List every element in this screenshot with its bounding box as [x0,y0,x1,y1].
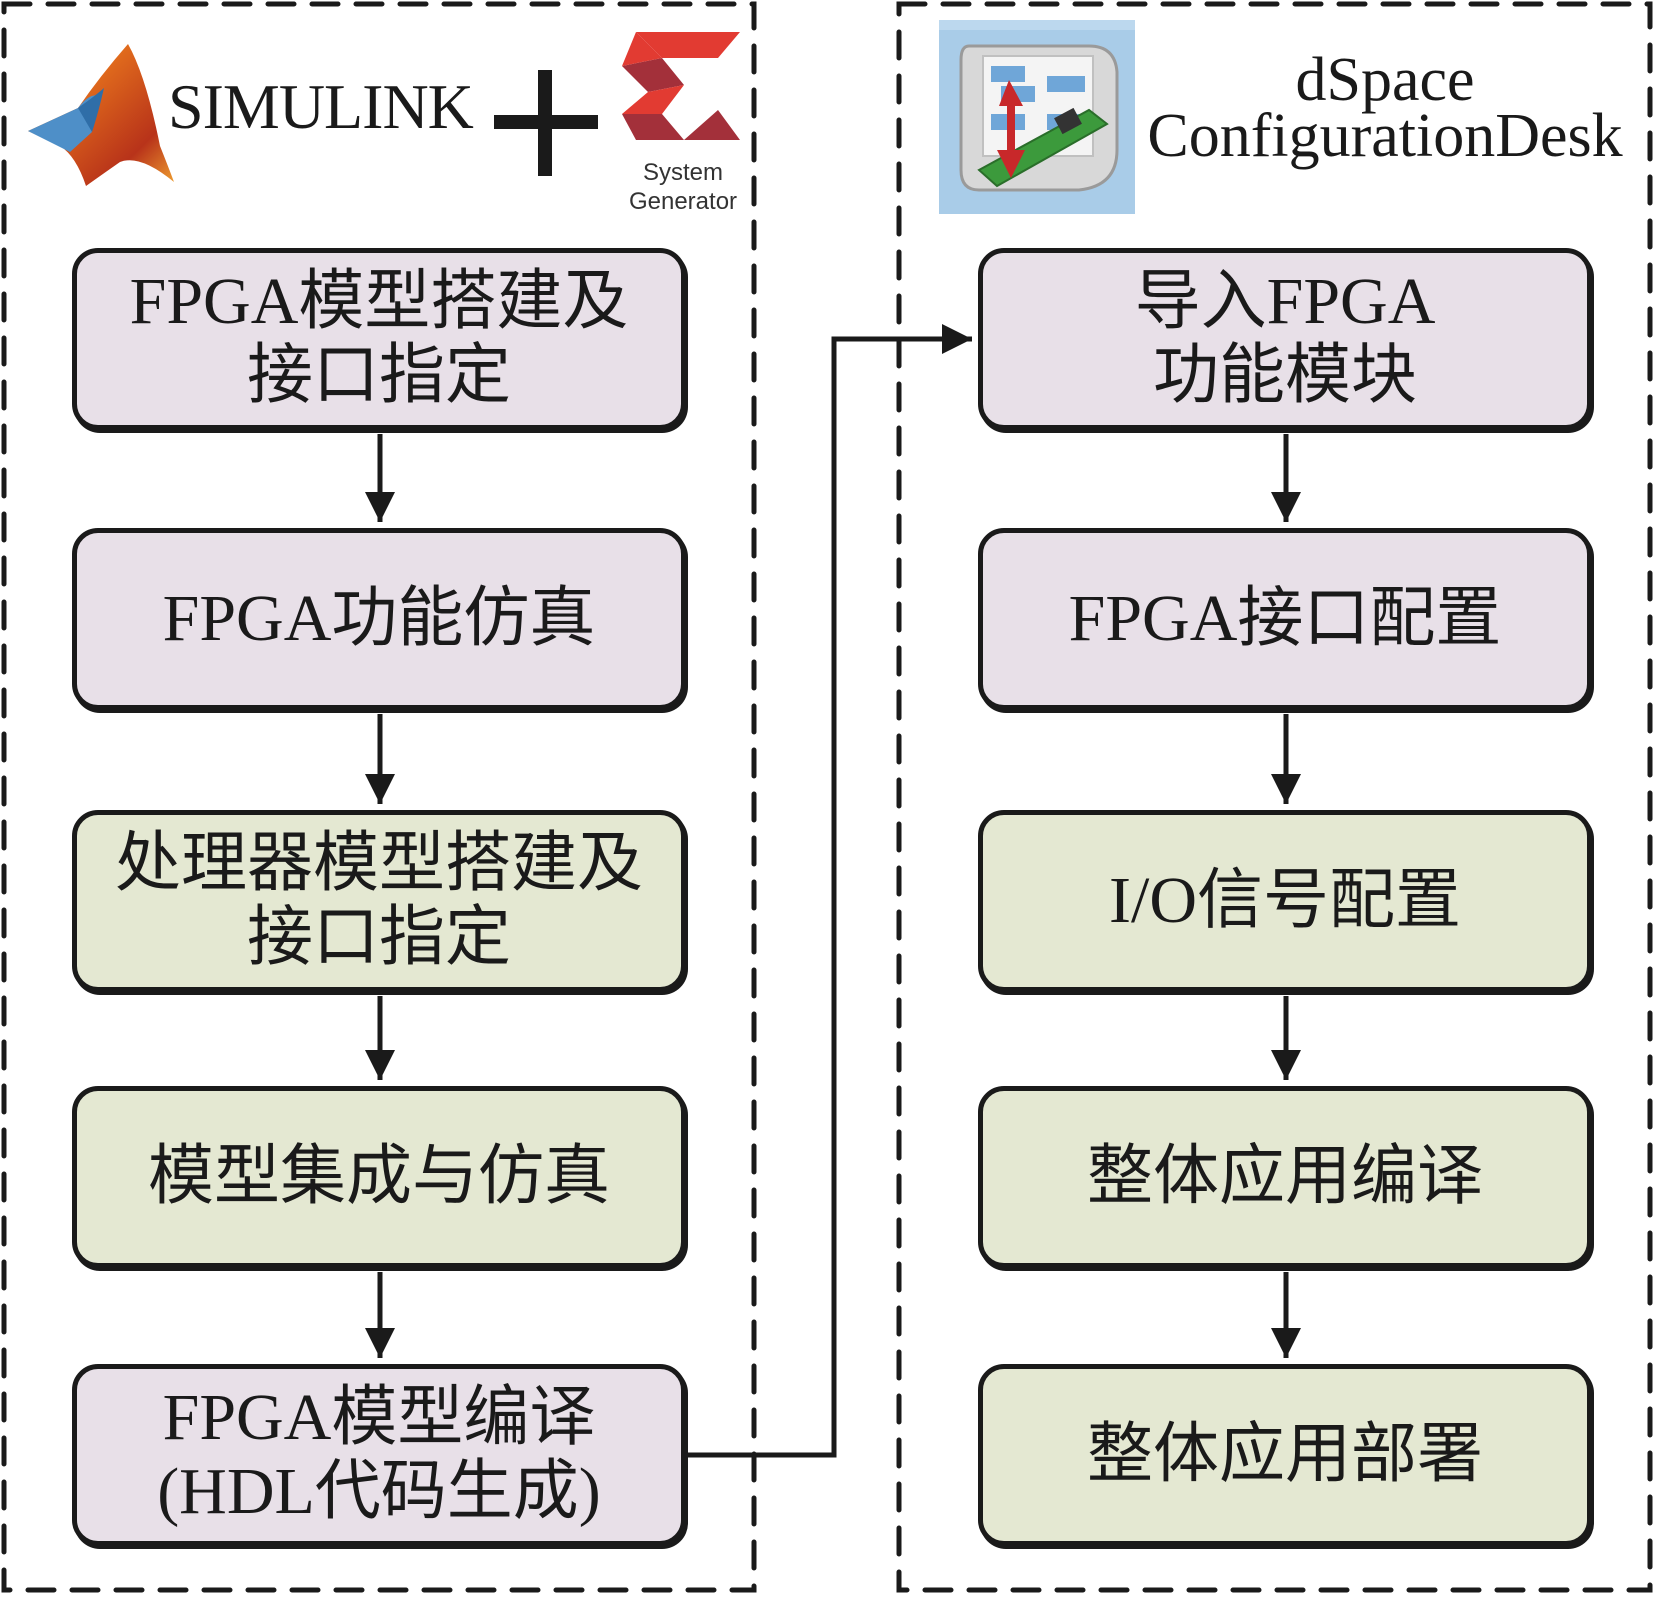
left-panel-dashed-border [1,1,757,1593]
step-label: I/O信号配置 [1109,864,1461,937]
step-fpga-model-build: FPGA模型搭建及 接口指定 [72,248,686,430]
step-label: FPGA模型搭建及 接口指定 [129,265,629,412]
step-io-signal-config: I/O信号配置 [978,810,1592,992]
step-application-compile: 整体应用编译 [978,1086,1592,1268]
step-import-fpga-module: 导入FPGA 功能模块 [978,248,1592,430]
step-fpga-function-sim: FPGA功能仿真 [72,528,686,710]
step-application-deploy: 整体应用部署 [978,1364,1592,1546]
simulink-sysgen-panel: SIMULINK System Generator FPGA模型搭建及 接口指定… [0,0,760,1598]
dspace-configurationdesk-panel: dSpace ConfigurationDesk 导入FPGA 功能模块 FPG… [895,0,1654,1598]
dspace-title-line1: dSpace [1295,46,1475,114]
step-label: 处理器模型搭建及 接口指定 [115,827,643,974]
step-label: 模型集成与仿真 [148,1140,610,1213]
step-label: FPGA功能仿真 [162,582,596,655]
simulink-logo-text: SIMULINK [168,71,474,142]
step-label: 整体应用部署 [1087,1418,1483,1491]
step-model-integration-sim: 模型集成与仿真 [72,1086,686,1268]
matlab-membrane-logo-icon [28,44,174,186]
step-label: FPGA模型编译 (HDL代码生成) [157,1381,601,1528]
system-generator-label: System Generator [618,158,748,216]
step-fpga-model-compile: FPGA模型编译 (HDL代码生成) [72,1364,686,1546]
step-fpga-interface-config: FPGA接口配置 [978,528,1592,710]
dspace-title-line2: ConfigurationDesk [1147,102,1623,170]
sysgen-label-line2: Generator [628,188,738,215]
right-panel-dashed-border [896,1,1653,1593]
sysgen-label-line1: System [642,159,723,186]
dspace-title: dSpace ConfigurationDesk [1125,46,1645,170]
xilinx-sysgen-logo-icon [622,32,740,140]
step-label: 导入FPGA 功能模块 [1134,265,1436,412]
step-processor-model-build: 处理器模型搭建及 接口指定 [72,810,686,992]
configurationdesk-app-icon [939,20,1135,214]
step-label: FPGA接口配置 [1068,582,1502,655]
step-label: 整体应用编译 [1087,1140,1483,1213]
plus-icon [494,70,598,176]
